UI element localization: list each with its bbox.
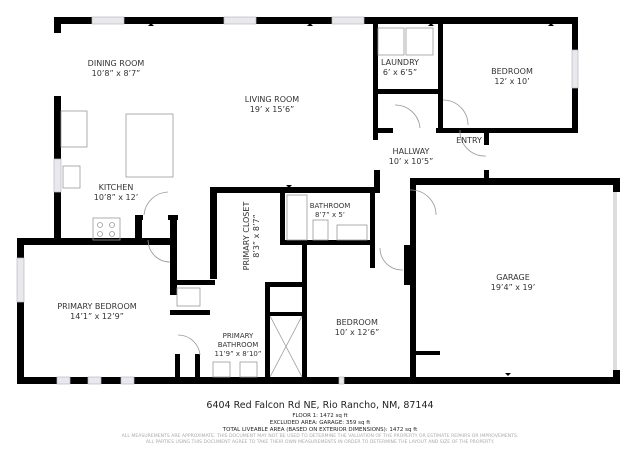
room-dims: 10’8” x 8’7” (91, 69, 141, 78)
room-dims: 19’4” x 19’ (490, 283, 536, 292)
room-dining: DINING ROOM 10’8” x 8’7” (88, 59, 145, 79)
room-dims: 6’ x 6’5” (382, 68, 418, 77)
room-dims: 8’3” x 8’7” (252, 214, 261, 258)
room-dims: 8’7” x 5’ (314, 211, 346, 219)
excluded-area: EXCLUDED AREA: GARAGE: 359 sq ft (269, 420, 371, 426)
room-dims: 12’ x 10’ (494, 77, 530, 86)
room-entry: ENTRY (456, 136, 482, 146)
disclaimer-line-1: ALL MEASUREMENTS ARE APPROXIMATE. THIS D… (121, 434, 519, 439)
room-name: BEDROOM (491, 67, 533, 76)
room-name: BATHROOM (309, 202, 351, 210)
room-primary-bedroom: PRIMARY BEDROOM 14’1” x 12’9” (57, 302, 136, 322)
room-garage: GARAGE 19’4” x 19’ (491, 273, 536, 293)
room-hallway: HALLWAY 10’ x 10’5” (389, 147, 434, 167)
floor-plan (16, 16, 620, 385)
windows (16, 16, 617, 385)
room-dims: 14’1” x 12’9” (70, 312, 124, 321)
room-name: LAUNDRY (380, 58, 420, 67)
room-dims: 10’8” x 12’ (93, 193, 139, 202)
fixtures (60, 27, 487, 378)
room-name: PRIMARY CLOSET (242, 201, 251, 271)
room-name: DINING ROOM (87, 59, 145, 68)
room-name: BATHROOM (217, 341, 259, 349)
room-dims: 19’ x 15’6” (249, 105, 295, 114)
room-name: PRIMARY BEDROOM (57, 302, 137, 311)
dimension-markers (148, 23, 554, 376)
room-dims: 11’9” x 8’10” (214, 350, 262, 358)
room-bedroom-2: BEDROOM 10’ x 12’6” (335, 318, 380, 338)
disclaimer-line-2: ALL PARTIES USING THIS DOCUMENT AGREE TO… (145, 440, 495, 445)
room-primary-closet: PRIMARY CLOSET 8’3” x 8’7” (242, 202, 262, 271)
property-address: 6404 Red Falcon Rd NE, Rio Rancho, NM, 8… (206, 400, 434, 411)
room-bedroom-1: BEDROOM 12’ x 10’ (491, 67, 533, 87)
room-dims: 10’ x 12’6” (334, 328, 380, 337)
room-kitchen: KITCHEN 10’8” x 12’ (94, 183, 139, 203)
room-name: KITCHEN (98, 183, 134, 192)
room-living: LIVING ROOM 19’ x 15’6” (245, 95, 299, 115)
room-dims: 10’ x 10’5” (388, 157, 434, 166)
room-name: GARAGE (496, 273, 530, 282)
floor-area: FLOOR 1: 1472 sq ft (292, 413, 348, 419)
room-name: BEDROOM (336, 318, 378, 327)
room-name: LIVING ROOM (244, 95, 300, 104)
room-bathroom: BATHROOM 8’7” x 5’ (310, 202, 351, 220)
room-name-line1: PRIMARY (222, 332, 254, 340)
room-name: ENTRY (456, 136, 482, 145)
room-primary-bathroom: PRIMARY BATHROOM 11’9” x 8’10” (214, 332, 261, 359)
room-laundry: LAUNDRY 6’ x 6’5” (381, 58, 419, 78)
room-name: HALLWAY (392, 147, 430, 156)
walls (17, 17, 620, 384)
total-liveable-area: TOTAL LIVEABLE AREA (BASED ON EXTERIOR D… (222, 427, 418, 433)
